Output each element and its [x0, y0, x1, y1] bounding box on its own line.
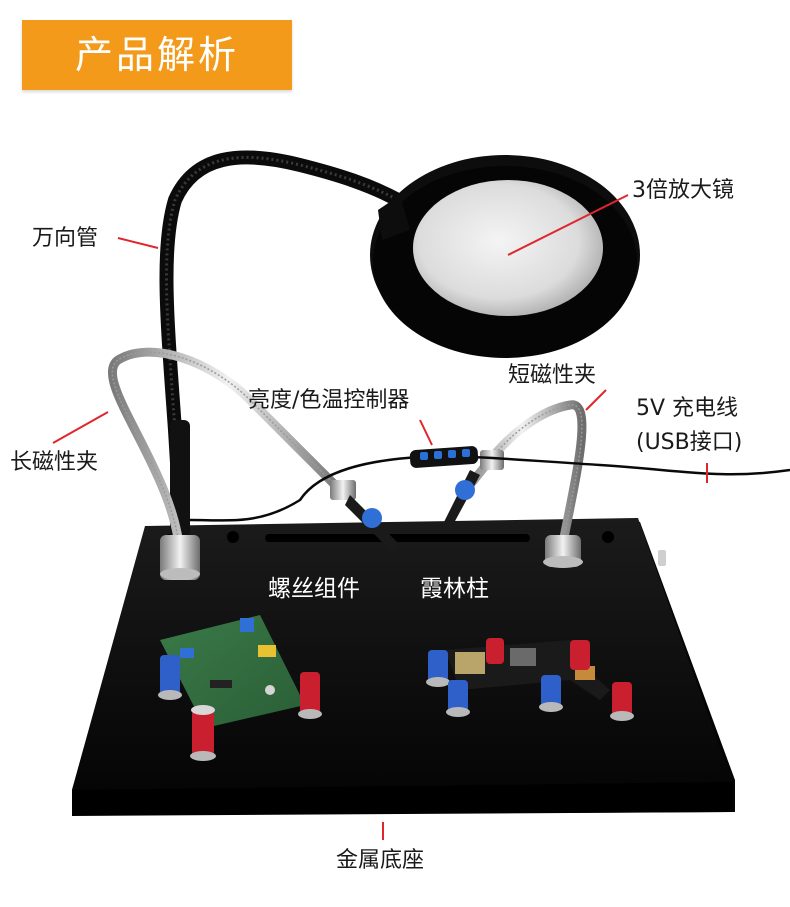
title-banner: 产品解析	[22, 20, 292, 90]
post-red-back	[486, 638, 504, 664]
screw-post-left	[158, 655, 182, 700]
screw-post-right	[298, 672, 322, 719]
post-blue-left	[426, 650, 450, 687]
label-magnifier: 3倍放大镜	[632, 178, 734, 203]
fixture-posts-pcb	[426, 638, 634, 721]
label-charging-cable-usb: (USB接口)	[636, 430, 743, 455]
screw-assembly-pcb	[158, 615, 322, 761]
control-cable	[189, 446, 790, 522]
leader-long-clip	[52, 411, 109, 444]
magnifier-lamp	[370, 155, 640, 358]
label-charging-cable: 5V 充电线	[636, 396, 739, 421]
metal-base-plate	[72, 518, 735, 816]
screw-post-front	[190, 705, 216, 761]
leader-lines	[52, 194, 708, 840]
label-short-magnetic-clip: 短磁性夹	[508, 363, 597, 388]
post-blue-mid	[539, 675, 563, 712]
label-brightness-control: 亮度/色温控制器	[248, 388, 410, 413]
label-metal-base: 金属底座	[336, 848, 425, 873]
long-magnetic-clip-arm	[107, 347, 400, 580]
label-fixture-posts: 霞林柱	[420, 576, 489, 602]
universal-tube-gooseneck	[159, 150, 405, 552]
leader-controller	[419, 419, 433, 446]
page-title: 产品解析	[74, 33, 239, 77]
post-red-front	[610, 682, 634, 721]
label-long-magnetic-clip: 长磁性夹	[10, 450, 99, 475]
leader-magnifier	[507, 194, 629, 256]
leader-short-clip	[585, 389, 607, 411]
label-universal-tube: 万向管	[32, 226, 99, 251]
post-red-right	[570, 640, 590, 670]
leader-universal-tube	[117, 237, 159, 249]
label-screw-assembly: 螺丝组件	[268, 576, 360, 602]
short-magnetic-clip-arm	[440, 400, 587, 568]
post-blue-front	[446, 680, 470, 717]
